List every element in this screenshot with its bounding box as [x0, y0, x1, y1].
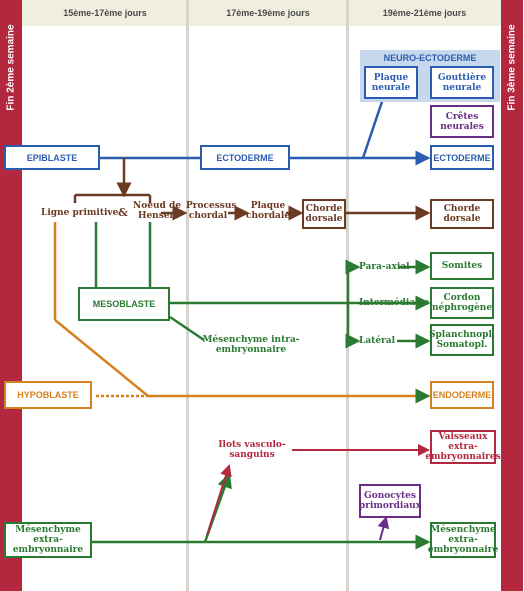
- cretes-neurales-label: Crêtes neurales: [440, 111, 484, 132]
- column-divider-1: [186, 0, 189, 591]
- cretes-neurales-box: Crêtes neurales: [430, 105, 494, 138]
- plaque-neurale-label: Plaque neurale: [371, 72, 411, 93]
- endoderm-lines: [53, 222, 431, 404]
- splanch-somatopl-box: Splanchnopl. Somatopl.: [429, 324, 496, 356]
- vascular-lines: [206, 444, 430, 536]
- ectoderme-label: ECTODERME: [216, 152, 274, 163]
- mesenchyme-extra-left-box: Mésenchyme extra-embryonnaire: [4, 522, 92, 558]
- para-axial-label: Para-axial: [359, 262, 410, 272]
- endoderme-box: ENDODERME: [430, 381, 494, 409]
- chorde-dorsale-end-label: Chorde dorsale: [443, 204, 481, 224]
- mesoblaste-label: MESOBLASTE: [92, 299, 156, 309]
- hypoblaste-box: HYPOBLASTE: [4, 381, 92, 409]
- mesenchyme-intra-label: Mésenchyme intra-embryonnaire: [202, 335, 300, 355]
- mesoderm-lines: [92, 222, 431, 550]
- gonocytes-label: Gonocytes primordiaux: [358, 491, 422, 511]
- column-header-1: 15ème-17ème jours: [22, 0, 188, 26]
- mesenchyme-extra-right-label: Mésenchyme extra-embryonnaire: [427, 525, 499, 555]
- chorde-dorsale-mid-label: Chorde dorsale: [305, 204, 343, 224]
- chorde-dorsale-end-box: Chorde dorsale: [430, 199, 494, 229]
- noeud-hensen-label: Noeud de Hensen: [133, 201, 181, 221]
- cordon-nephrogene-label: Cordon néphrogène: [431, 293, 493, 313]
- plaque-chordale-label: Plaque chordale: [246, 201, 291, 221]
- column-band-2: [188, 0, 348, 591]
- neuro-ectoderm-title: NEURO-ECTODERME: [383, 53, 477, 63]
- column-header-3: 19ème-21ème jours: [348, 0, 501, 26]
- chorde-dorsale-mid-box: Chorde dorsale: [302, 199, 346, 229]
- side-bar-right: [501, 0, 523, 591]
- ilots-label: Ilots vasculo-sanguins: [218, 440, 286, 460]
- plaque-neurale-box: Plaque neurale: [364, 66, 418, 99]
- column-header-2: 17ème-19ème jours: [188, 0, 348, 26]
- vaisseaux-box: Vaisseaux extra-embryonnaires: [425, 430, 501, 464]
- hypoblaste-label: HYPOBLASTE: [17, 390, 79, 400]
- gouttiere-neurale-box: Gouttière neurale: [430, 66, 494, 99]
- gonocytes-box: Gonocytes primordiaux: [359, 484, 421, 518]
- ligne-primitive-label: Ligne primitive: [41, 208, 119, 218]
- endoderme-label: ENDODERME: [432, 390, 492, 400]
- processus-chordal-label: Processus chordal: [186, 201, 237, 221]
- ectoderme-box: ECTODERME: [200, 145, 290, 170]
- somites-label: Somites: [441, 261, 483, 271]
- gouttiere-neurale-label: Gouttière neurale: [437, 72, 487, 93]
- somites-box: Somites: [430, 252, 494, 280]
- epiblaste-box: EPIBLASTE: [4, 145, 100, 170]
- mesoblaste-box: MESOBLASTE: [78, 287, 170, 321]
- cordon-nephrogene-box: Cordon néphrogène: [430, 287, 494, 319]
- germ-cell-lines: [377, 516, 390, 541]
- vaisseaux-label: Vaisseaux extra-embryonnaires: [425, 432, 501, 462]
- chorda-lines: [73, 158, 431, 221]
- intermediaire-label: Intermédiaire: [359, 298, 430, 308]
- mesenchyme-extra-left-label: Mésenchyme extra-embryonnaire: [12, 525, 84, 555]
- ectoderme-end-box: ECTODERME: [430, 145, 494, 170]
- mesenchyme-extra-right-box: Mésenchyme extra-embryonnaire: [427, 522, 499, 558]
- epiblaste-label: EPIBLASTE: [26, 152, 78, 163]
- splanch-somatopl-label: Splanchnopl. Somatopl.: [429, 330, 496, 350]
- ampersand-label: &: [118, 206, 128, 219]
- lateral-label: Latéral: [359, 336, 396, 346]
- ectoderme-end-label: ECTODERME: [433, 152, 491, 163]
